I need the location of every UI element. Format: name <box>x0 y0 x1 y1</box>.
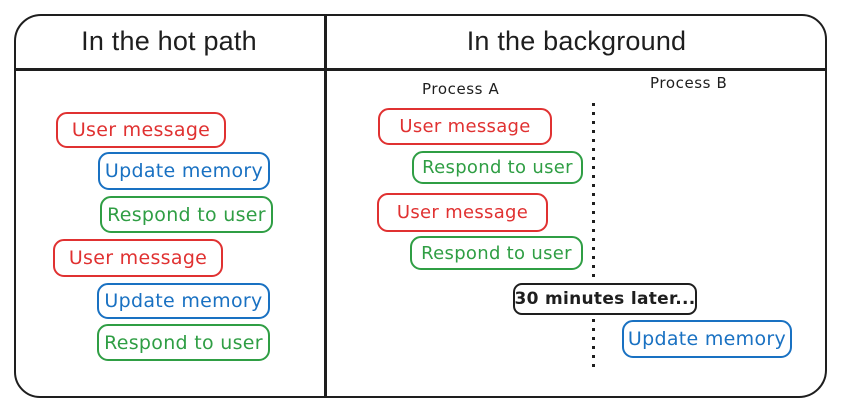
box-respond-to-user: Respond to user <box>410 236 583 270</box>
hot-path-title: In the hot path <box>81 25 257 56</box>
box-respond-to-user: Respond to user <box>100 196 273 233</box>
box-respond-to-user: Respond to user <box>412 151 583 184</box>
box-user-message: User message <box>377 193 548 232</box>
process-a-label: Process A <box>422 80 500 98</box>
process-b-label: Process B <box>650 74 728 92</box>
box-update-memory: Update memory <box>622 320 792 358</box>
header-divider-line <box>15 68 826 71</box>
box-update-memory: Update memory <box>97 283 270 319</box>
time-note-box: 30 minutes later... <box>513 283 697 315</box>
box-update-memory: Update memory <box>98 152 270 190</box>
column-divider-line <box>324 15 327 397</box>
box-respond-to-user: Respond to user <box>97 324 270 361</box>
box-user-message: User message <box>56 112 226 148</box>
box-user-message: User message <box>378 108 552 145</box>
box-user-message: User message <box>53 239 223 277</box>
process-divider-dotted-line <box>592 103 595 372</box>
background-title: In the background <box>466 25 687 56</box>
